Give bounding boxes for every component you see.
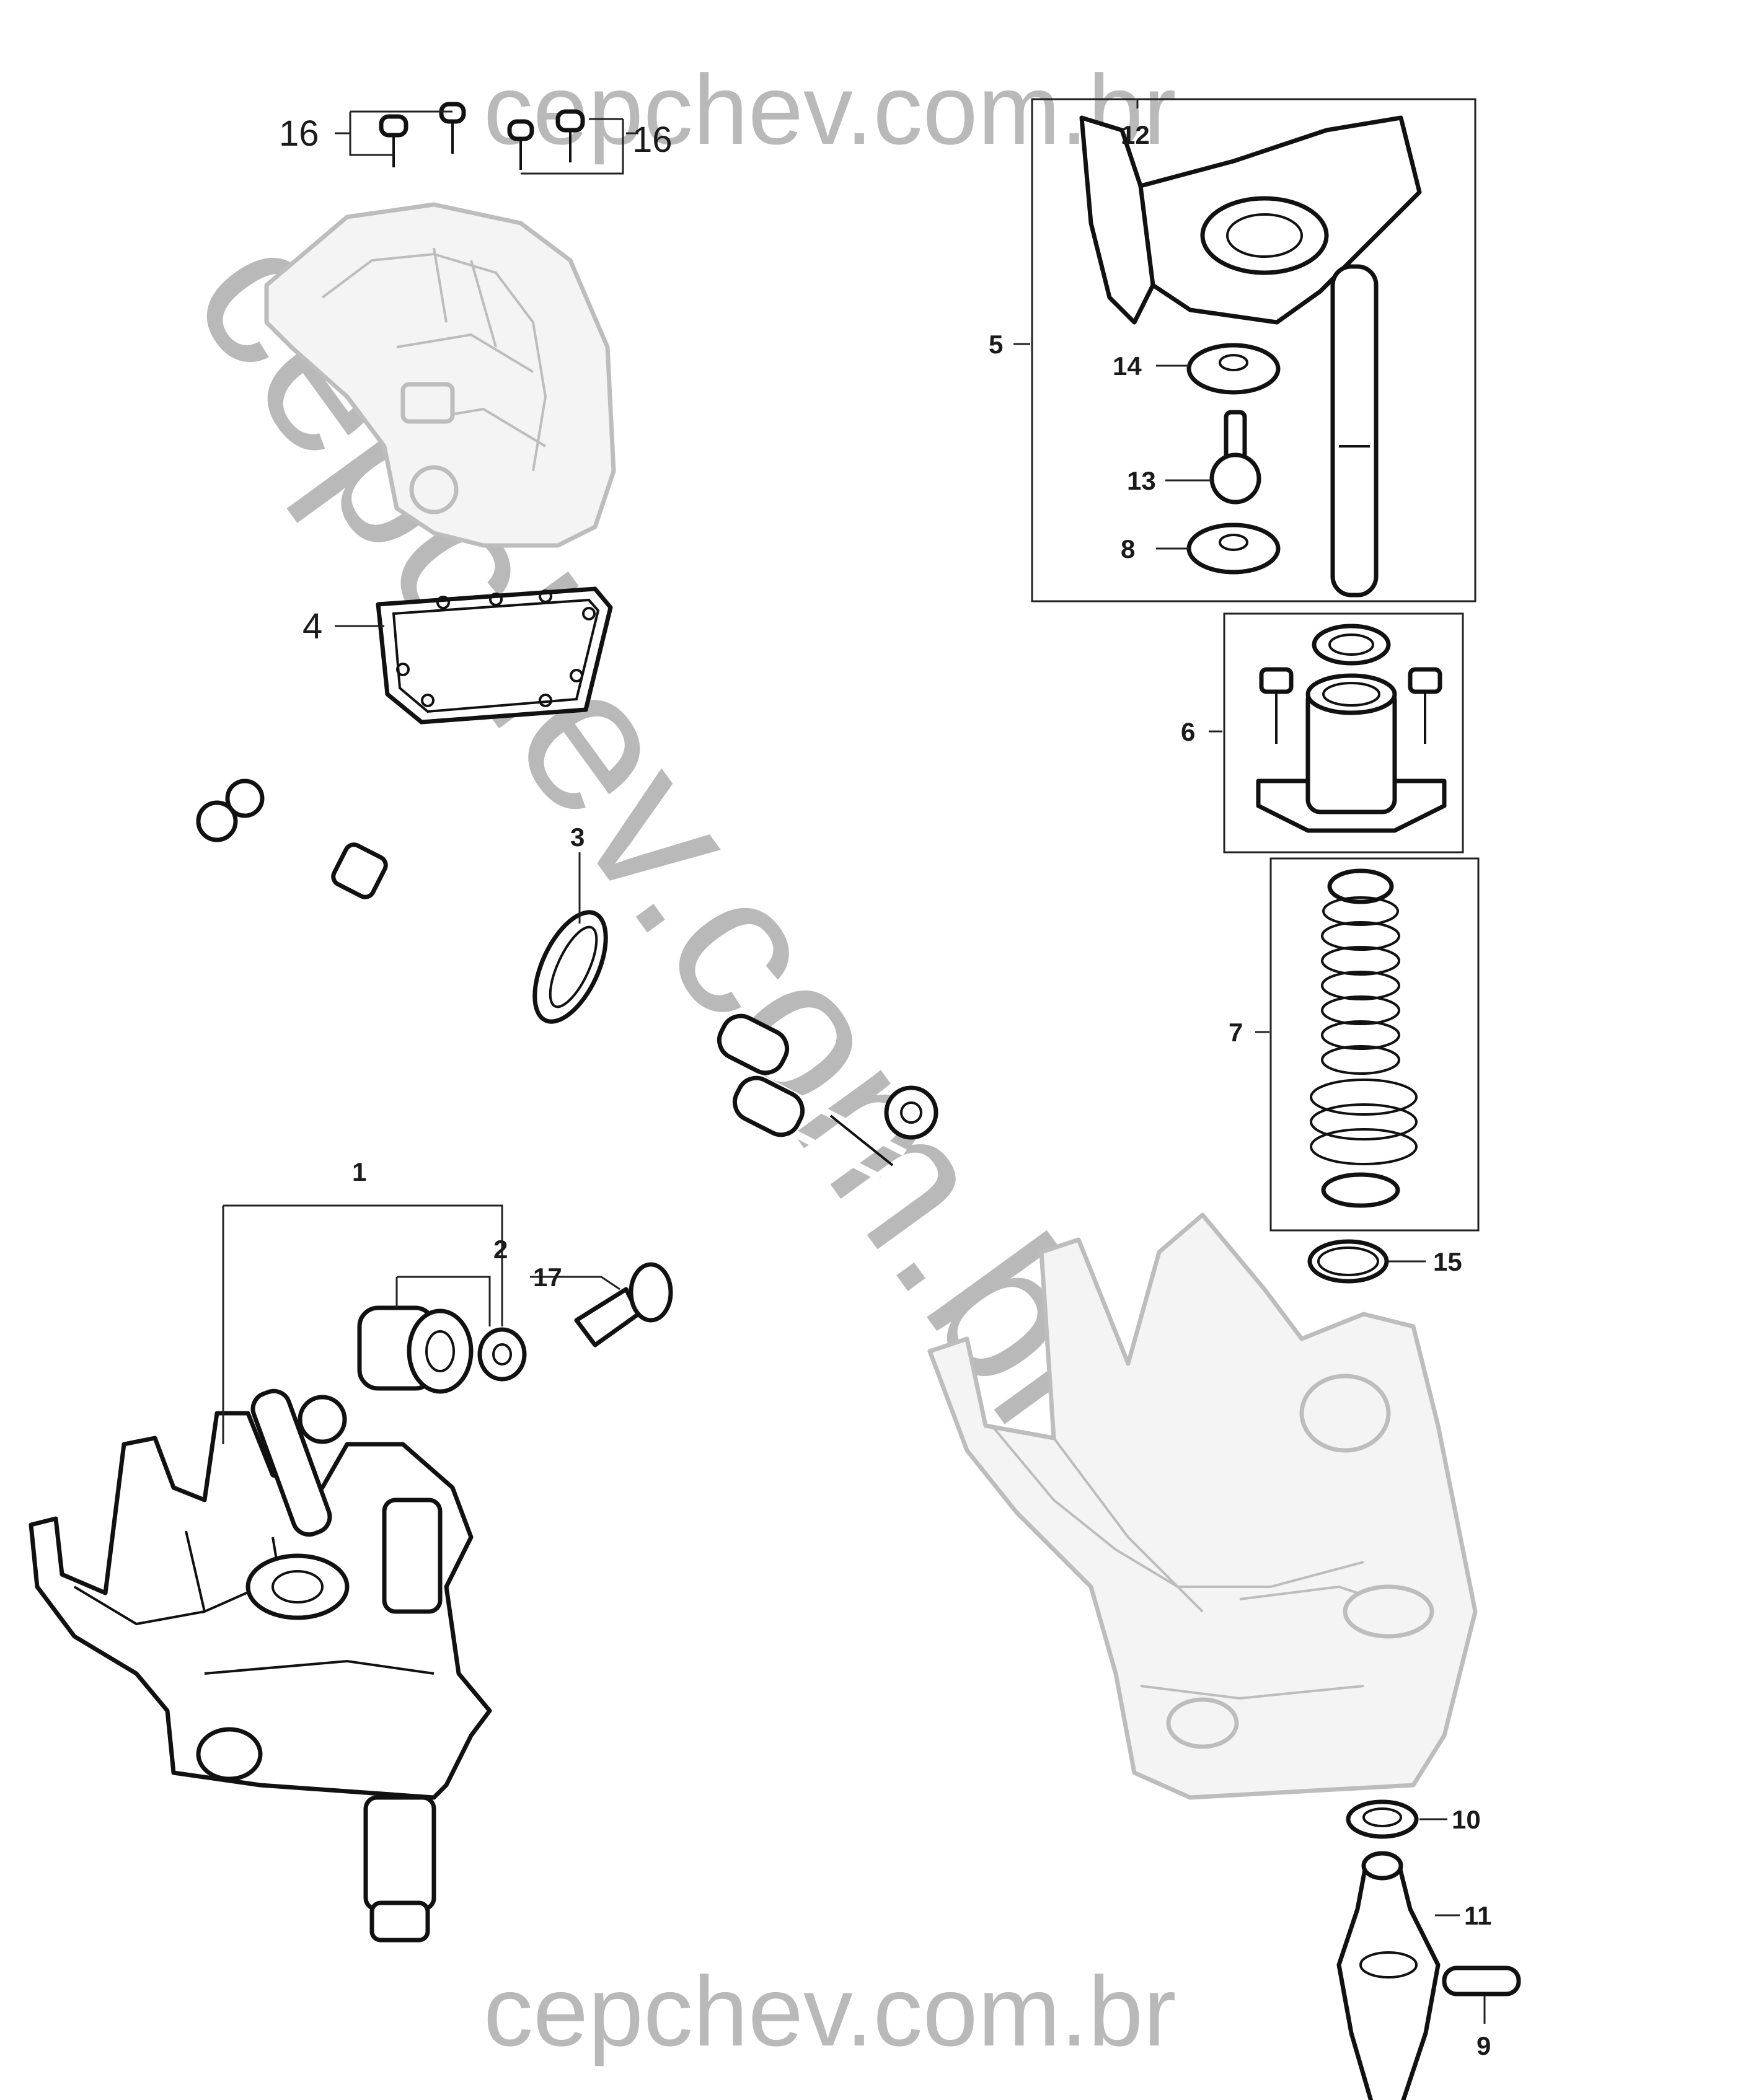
callout-9: 9 bbox=[1477, 2031, 1491, 2060]
watermark-bottom: cepchev.com.br bbox=[483, 1956, 1176, 2067]
housing-top-ghost bbox=[264, 202, 616, 548]
part-2-bushing bbox=[357, 1305, 527, 1394]
part-8-washer bbox=[1186, 523, 1281, 575]
group-box-5 bbox=[1031, 98, 1477, 602]
part-3-shift-cables bbox=[196, 779, 938, 1181]
part-4-gasket bbox=[376, 586, 613, 725]
callout-14: 14 bbox=[1113, 351, 1142, 381]
watermark-top: cepchev.com.br bbox=[483, 54, 1176, 165]
callout-7: 7 bbox=[1229, 1018, 1243, 1047]
group-box-7 bbox=[1269, 857, 1480, 1232]
part-16-bolts bbox=[379, 102, 585, 170]
callout-3: 3 bbox=[570, 823, 585, 852]
part-5-selector-lever bbox=[1079, 115, 1422, 598]
part-1-shifter-housing bbox=[29, 1388, 492, 1943]
callout-15: 15 bbox=[1433, 1247, 1462, 1276]
callout-2: 2 bbox=[493, 1235, 508, 1264]
part-6-guide-flange bbox=[1256, 624, 1447, 833]
part-10-washer bbox=[1346, 1799, 1419, 1839]
callout-10: 10 bbox=[1452, 1805, 1481, 1834]
callout-17: 17 bbox=[533, 1263, 562, 1292]
part-17-clip bbox=[574, 1262, 673, 1348]
part-15-o-ring bbox=[1307, 1239, 1389, 1284]
group-box-6 bbox=[1223, 612, 1464, 854]
part-7-spring bbox=[1310, 868, 1418, 1208]
callout-6: 6 bbox=[1181, 717, 1195, 746]
callout-12: 12 bbox=[1121, 120, 1150, 149]
callout-5: 5 bbox=[989, 330, 1003, 359]
part-9-pin bbox=[1442, 1965, 1521, 1996]
callout-16-right: 16 bbox=[632, 120, 673, 160]
callout-4: 4 bbox=[302, 606, 322, 646]
callout-13: 13 bbox=[1127, 466, 1156, 495]
part-11-fork bbox=[1336, 1851, 1441, 2100]
callout-1: 1 bbox=[352, 1157, 366, 1186]
callout-8: 8 bbox=[1121, 534, 1135, 563]
housing-right-ghost bbox=[927, 1212, 1478, 1800]
callout-11: 11 bbox=[1464, 1901, 1491, 1930]
callout-16-left: 16 bbox=[279, 113, 319, 154]
part-13-ball-stud bbox=[1209, 410, 1261, 505]
part-14-washer bbox=[1186, 343, 1281, 395]
